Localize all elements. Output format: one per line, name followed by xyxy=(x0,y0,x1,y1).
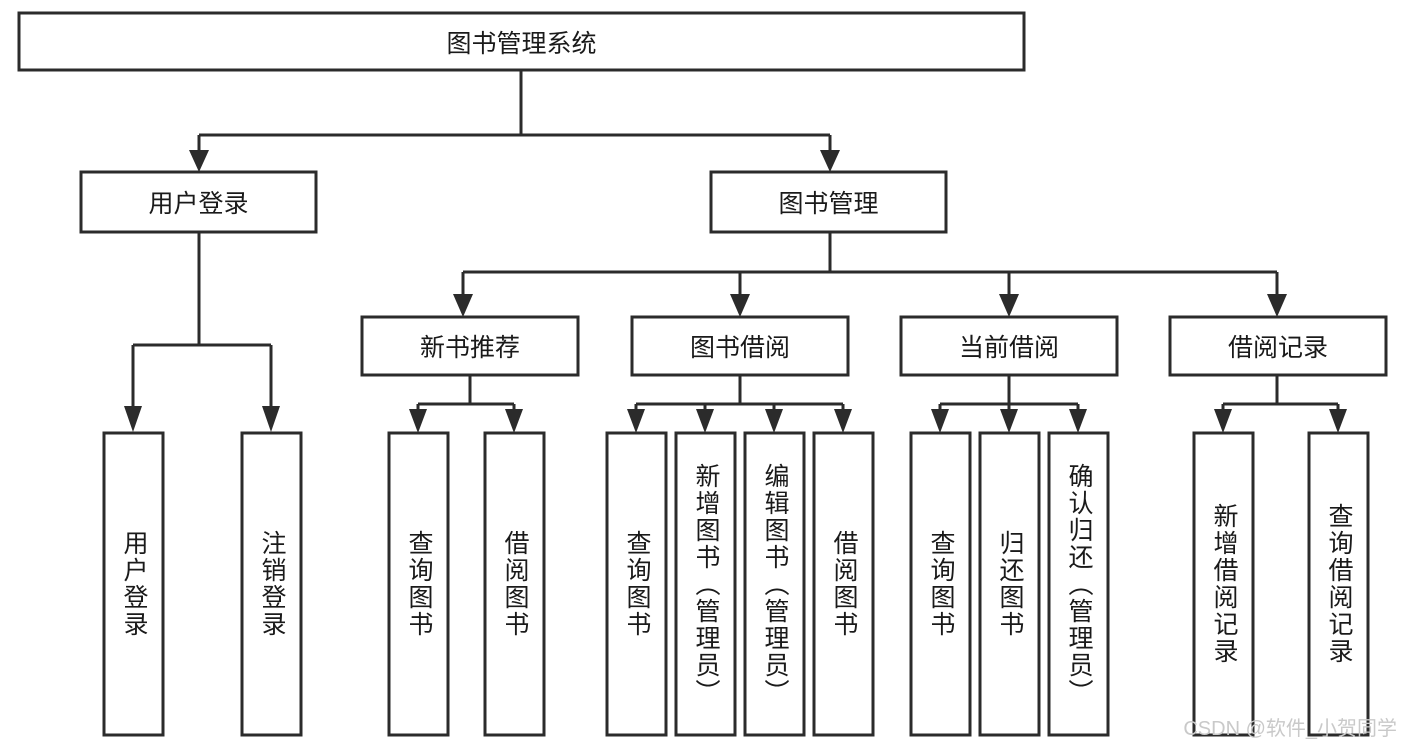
node-label-leaf-13: 查询借阅记录 xyxy=(1325,503,1353,665)
node-box-leaf-6[interactable] xyxy=(674,431,737,737)
node-box-root[interactable] xyxy=(17,11,1026,72)
node-box-leaf-1[interactable] xyxy=(102,431,165,737)
arrow-head-leaf-4 xyxy=(505,409,523,433)
node-label-leaf-10: 归还图书 xyxy=(996,530,1024,638)
arrow-head-leaf-8 xyxy=(834,409,852,433)
connector-group-book-borrow xyxy=(627,375,852,433)
arrow-head-leaf-10 xyxy=(1000,409,1018,433)
arrow-head-leaf-12 xyxy=(1214,409,1232,433)
node-label-leaf-4: 借阅图书 xyxy=(501,530,529,638)
arrow-head-leaf-9 xyxy=(931,409,949,433)
node-box-leaf-7[interactable] xyxy=(743,431,806,737)
arrow-head-book-manage xyxy=(820,150,840,172)
arrow-head-leaf-5 xyxy=(627,409,645,433)
arrow-head-current-borrow xyxy=(999,294,1019,317)
connector-group-current-borrow xyxy=(931,375,1087,433)
node-box-borrow-record[interactable] xyxy=(1168,315,1388,377)
connector-group-root xyxy=(189,70,840,172)
node-label-current-borrow: 当前借阅 xyxy=(958,334,1059,362)
arrow-head-user-login xyxy=(189,150,209,172)
node-label-leaf-3: 查询图书 xyxy=(405,530,433,638)
node-label-leaf-5: 查询图书 xyxy=(623,530,651,638)
arrow-head-leaf-2 xyxy=(262,406,280,432)
node-box-user-login[interactable] xyxy=(79,170,318,234)
arrow-head-leaf-6 xyxy=(696,409,714,433)
node-box-leaf-8[interactable] xyxy=(812,431,875,737)
node-box-leaf-3[interactable] xyxy=(387,431,450,737)
node-label-leaf-11: 确认归还（管理员） xyxy=(1065,462,1093,706)
connector-group-borrow-record xyxy=(1214,375,1347,433)
node-box-leaf-2[interactable] xyxy=(240,431,303,737)
node-box-new-book-rec[interactable] xyxy=(360,315,580,377)
node-box-leaf-13[interactable] xyxy=(1307,431,1370,737)
node-box-leaf-10[interactable] xyxy=(978,431,1041,737)
arrow-head-leaf-7 xyxy=(765,409,783,433)
node-label-leaf-6: 新增图书（管理员） xyxy=(692,462,720,706)
node-label-borrow-record: 借阅记录 xyxy=(1227,334,1328,362)
node-label-user-login: 用户登录 xyxy=(148,190,249,218)
node-label-leaf-7: 编辑图书（管理员） xyxy=(761,462,789,706)
node-box-leaf-4[interactable] xyxy=(483,431,546,737)
node-label-leaf-1: 用户登录 xyxy=(120,530,148,638)
node-box-current-borrow[interactable] xyxy=(899,315,1119,377)
arrow-head-leaf-3 xyxy=(409,409,427,433)
node-label-new-book-rec: 新书推荐 xyxy=(419,334,520,362)
arrow-head-borrow-record xyxy=(1267,294,1287,317)
arrow-head-leaf-11 xyxy=(1069,409,1087,433)
watermark-text: CSDN @软件_小贺同学 xyxy=(1183,718,1397,740)
node-label-leaf-2: 注销登录 xyxy=(258,530,286,638)
node-box-leaf-9[interactable] xyxy=(909,431,972,737)
node-box-book-manage[interactable] xyxy=(709,170,948,234)
node-label-leaf-9: 查询图书 xyxy=(927,530,955,638)
node-box-leaf-12[interactable] xyxy=(1192,431,1255,737)
arrow-head-new-book-rec xyxy=(453,294,473,317)
node-label-leaf-12: 新增借阅记录 xyxy=(1210,503,1238,665)
node-box-leaf-11[interactable] xyxy=(1047,431,1110,737)
node-box-book-borrow[interactable] xyxy=(630,315,850,377)
connector-group-user-login xyxy=(124,232,280,432)
node-label-book-borrow: 图书借阅 xyxy=(689,334,790,362)
node-label-leaf-8: 借阅图书 xyxy=(830,530,858,638)
connector-group-new-book-rec xyxy=(409,375,523,433)
node-box-leaf-5[interactable] xyxy=(605,431,668,737)
node-label-root: 图书管理系统 xyxy=(446,29,597,58)
arrow-head-book-borrow xyxy=(730,294,750,317)
node-label-book-manage: 图书管理 xyxy=(778,190,879,218)
connector-group-book-manage xyxy=(453,232,1287,317)
arrow-head-leaf-1 xyxy=(124,406,142,432)
arrow-head-leaf-13 xyxy=(1329,409,1347,433)
